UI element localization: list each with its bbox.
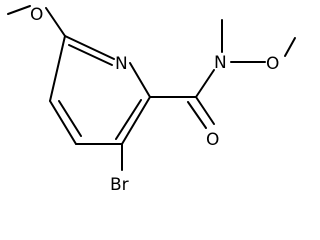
bond-c-o-carbonyl (195, 96, 215, 125)
bond-c5-c6 (49, 35, 66, 102)
bond-c2-c3-inner (115, 99, 142, 140)
bond-n1-c2 (129, 62, 151, 98)
atom-label-n-amide: N (214, 53, 227, 73)
bond-o-ch3 (284, 37, 296, 57)
bond-c6-n1-inner (68, 44, 113, 66)
bond-c6-n1 (64, 35, 115, 60)
bond-c4-c5-inner (58, 100, 82, 137)
bond-camide-n2 (195, 69, 215, 98)
molecule-drawing: O N N O O Br (7, 5, 296, 195)
bond-c-o-carbonyl-2 (187, 101, 207, 129)
bond-c4-c5 (49, 100, 77, 145)
atom-label-n-pyridine: N (115, 54, 128, 74)
atom-labels: O N N O O Br (30, 5, 279, 195)
bonds (7, 5, 296, 171)
atom-label-o-amide-methoxy: O (266, 54, 279, 74)
atom-label-br: Br (110, 175, 129, 195)
bond-o1-c6 (45, 7, 66, 37)
bond-ch3-o1 (7, 5, 31, 15)
bond-c2-c3 (121, 96, 151, 145)
structure-diagram: O N N O O Br (7, 5, 296, 195)
atom-label-o-carbonyl: O (206, 130, 219, 150)
atom-label-o-ring-methoxy: O (30, 5, 43, 25)
